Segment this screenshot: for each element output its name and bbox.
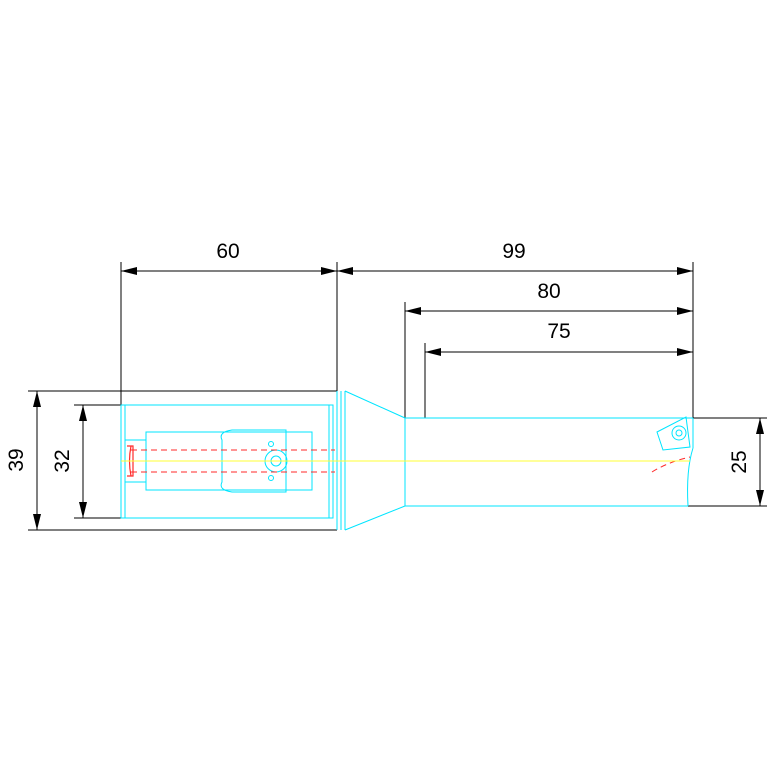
clamp-pin [268, 441, 274, 447]
boring-bar [404, 416, 694, 507]
arrowhead [677, 267, 693, 275]
arrowhead [321, 267, 337, 275]
cutting-insert [656, 416, 691, 451]
arrowhead [337, 267, 353, 275]
arrowhead [677, 348, 693, 356]
arrowhead [677, 307, 693, 315]
dimension-80: 80 [404, 280, 693, 418]
dimension-60: 60 [120, 240, 338, 405]
dimension-label-25: 25 [728, 450, 751, 473]
insert-screw-socket [675, 429, 683, 437]
arrowhead [33, 391, 41, 407]
arrowhead [79, 405, 87, 421]
arrowhead [79, 502, 87, 518]
dimension-25: 25 [688, 417, 767, 507]
clamp-block [220, 429, 287, 493]
dimension-39: 39 [5, 390, 337, 531]
dimension-label-99: 99 [502, 240, 525, 263]
arrowhead [121, 267, 137, 275]
insert-screw [671, 425, 687, 441]
bar-nose-curve [687, 447, 694, 507]
dimension-32: 32 [51, 404, 121, 519]
insert-hidden-line [651, 456, 691, 473]
arrowhead [33, 514, 41, 530]
dimension-label-75: 75 [547, 320, 570, 343]
arrowhead [756, 418, 764, 434]
clamp-pin [268, 475, 274, 481]
dimension-label-39: 39 [5, 448, 28, 471]
arrowhead [425, 348, 441, 356]
dimension-75: 75 [424, 320, 693, 418]
flange-taper [344, 390, 406, 419]
arrowhead [405, 307, 421, 315]
dimension-label-32: 32 [51, 449, 74, 472]
flange-taper [344, 505, 406, 531]
arrowhead [756, 490, 764, 506]
dimension-label-80: 80 [537, 280, 560, 303]
dimension-label-60: 60 [216, 240, 239, 263]
dimension-99: 99 [337, 240, 694, 418]
